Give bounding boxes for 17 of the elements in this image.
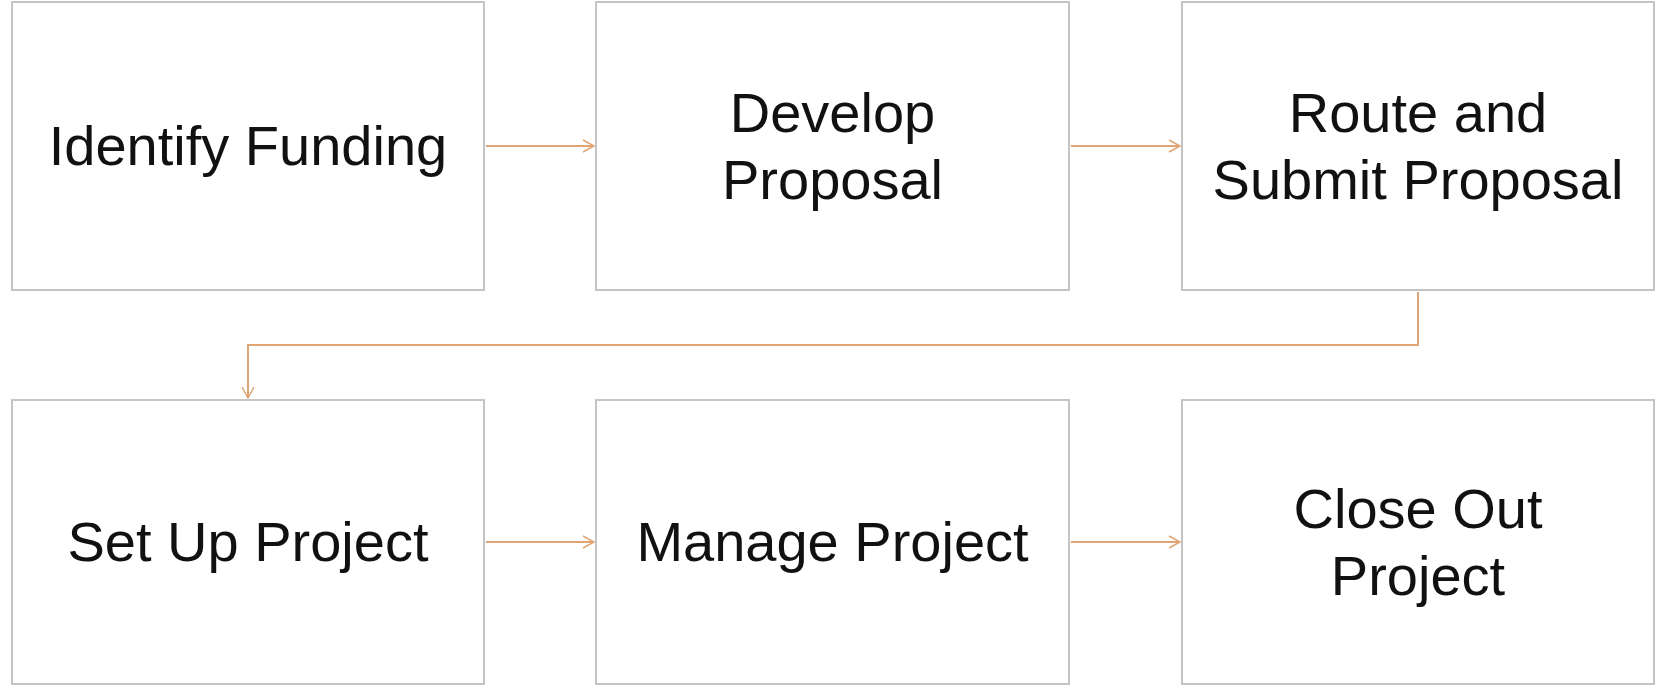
process-box xyxy=(595,1,1070,291)
arrow xyxy=(241,291,1419,399)
process-box xyxy=(1181,399,1655,685)
step-label: Identify Funding xyxy=(48,113,448,180)
arrow xyxy=(1070,535,1181,549)
step-label: Develop Proposal xyxy=(721,79,944,213)
step-label: Set Up Project xyxy=(67,509,429,576)
process-box xyxy=(1181,1,1655,291)
arrow xyxy=(1070,139,1181,153)
process-box xyxy=(11,1,485,291)
step-label: Route and Submit Proposal xyxy=(1211,79,1625,213)
process-box xyxy=(595,399,1070,685)
arrow xyxy=(485,139,595,153)
step-label: Manage Project xyxy=(636,509,1029,576)
step-label: Close Out Project xyxy=(1292,475,1544,609)
arrow xyxy=(485,535,595,549)
process-box xyxy=(11,399,485,685)
